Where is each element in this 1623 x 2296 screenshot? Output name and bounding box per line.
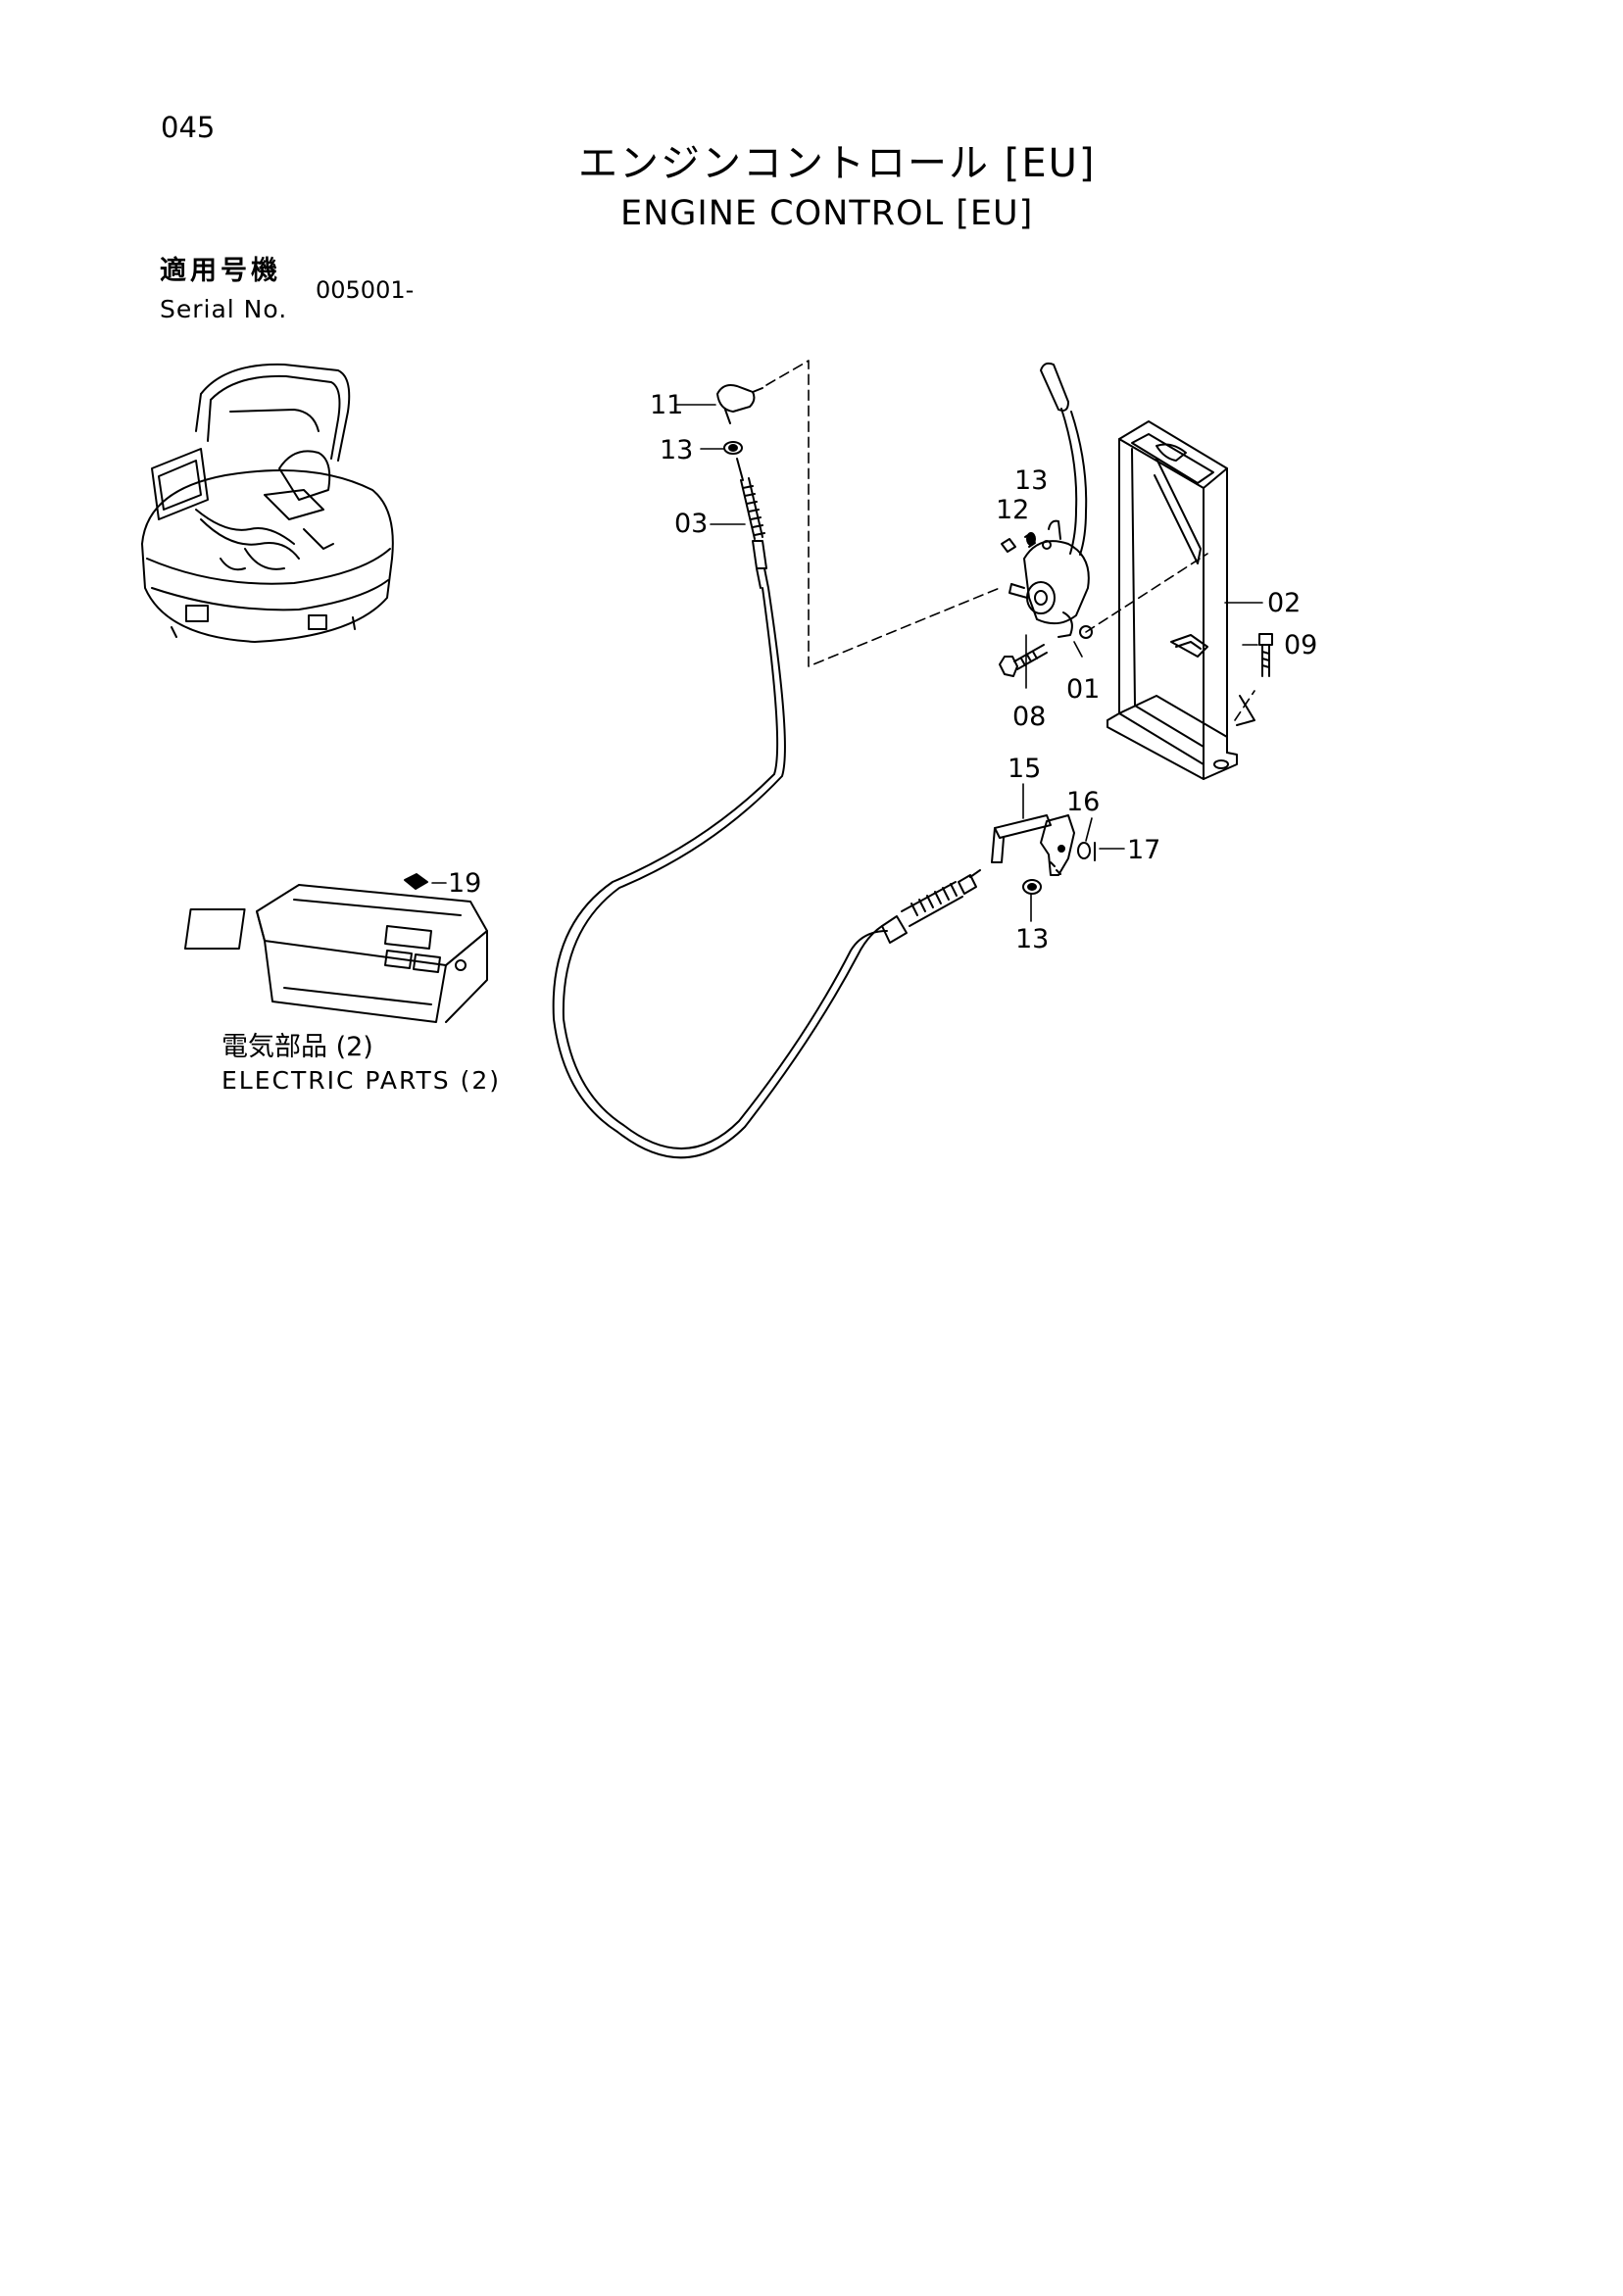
part-label-17: 17 [1127,835,1161,865]
dashed-assembly-lines [765,360,1255,721]
frame-stand-part-02 [1107,420,1238,780]
part-label-13-upper: 13 [660,435,694,465]
electric-parts-panel-illustration [183,873,488,1023]
serial-number-value: 005001- [316,276,415,304]
part-label-19: 19 [448,868,482,899]
part-label-13-lower: 13 [1015,924,1050,954]
part-label-08: 08 [1012,702,1047,732]
cable-lower-end [881,869,981,944]
page-title-english: ENGINE CONTROL [EU] [620,194,1034,233]
part-label-02: 02 [1267,588,1302,618]
page-title-japanese: エンジンコントロール [EU] [578,141,1097,186]
electric-parts-label-japanese: 電気部品 (2) [221,1032,373,1062]
part-label-11: 11 [650,390,684,420]
part-leader-lines [431,404,1263,922]
throttle-lever-part-01 [1001,362,1093,639]
bolt-part-08 [999,644,1048,677]
page-number: 045 [161,111,216,144]
machine-overview-illustration [141,363,394,643]
part-label-15: 15 [1008,754,1042,784]
lever-bracket-parts-15-16-17 [991,814,1096,895]
part-label-09: 09 [1284,630,1318,660]
part-label-16: 16 [1066,787,1101,817]
part-label-01: 01 [1066,674,1101,705]
serial-label-english: Serial No. [160,295,288,323]
electric-parts-label-english: ELECTRIC PARTS (2) [221,1066,502,1095]
cable-joint-part-11 [716,384,763,455]
part-label-13-middle: 13 [1014,465,1049,496]
part-label-03: 03 [674,509,709,539]
serial-label-japanese: 適用号機 [160,256,281,286]
throttle-cable-part-03 [552,458,888,1159]
bolt-part-09 [1236,633,1273,726]
part-label-12: 12 [996,495,1030,525]
